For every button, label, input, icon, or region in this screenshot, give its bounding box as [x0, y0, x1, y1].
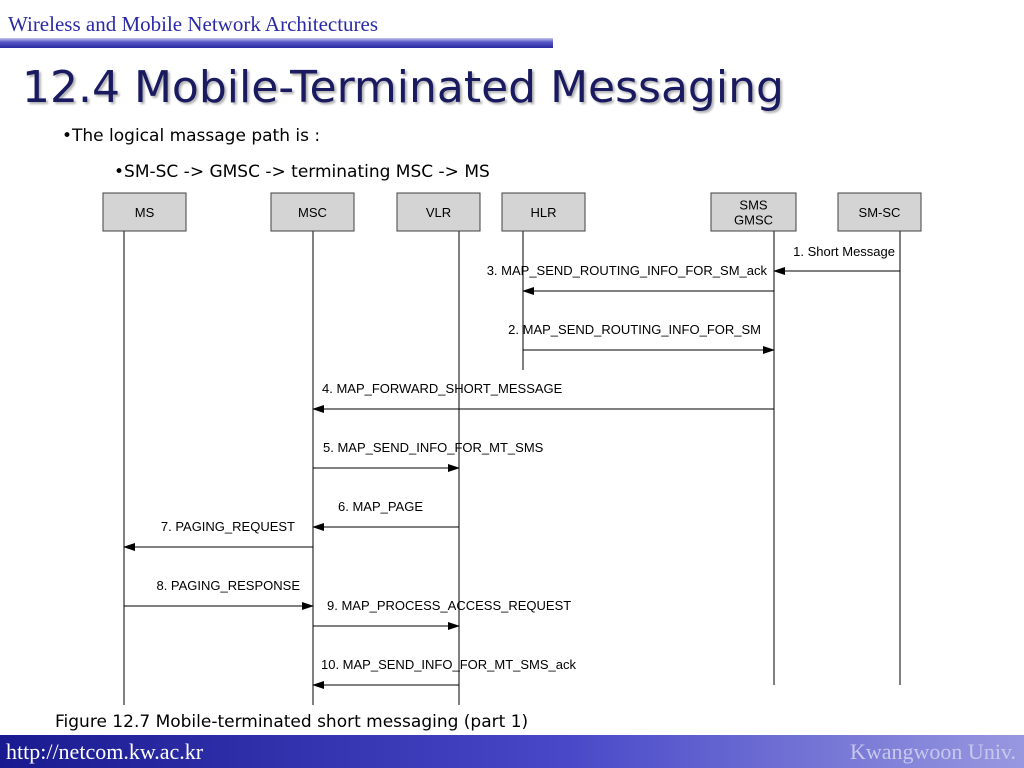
message-label-5: 5. MAP_SEND_INFO_FOR_MT_SMS [323, 440, 544, 455]
entity-box-msc [270, 192, 355, 232]
entity-box-hlr [501, 192, 586, 232]
entity-box-gmsc [710, 192, 797, 232]
entity-label-gmsc: GMSC [734, 213, 773, 228]
entity-box-vlr [396, 192, 481, 232]
footer-url[interactable]: http://netcom.kw.ac.kr [6, 739, 204, 764]
message-label-7: 7. PAGING_REQUEST [161, 519, 295, 534]
entity-label-vlr: VLR [426, 205, 451, 220]
entity-label-smsc: SM-SC [859, 205, 901, 220]
message-label-9: 9. MAP_PROCESS_ACCESS_REQUEST [327, 598, 571, 613]
slide-title: 12.4 Mobile-Terminated Messaging [22, 62, 784, 113]
footer-university: Kwangwoon Univ. [850, 739, 1016, 764]
bullet-message-path: •SM-SC -> GMSC -> terminating MSC -> MS [114, 162, 490, 182]
message-label-2: 3. MAP_SEND_ROUTING_INFO_FOR_SM_ack [487, 263, 768, 278]
message-label-1: 1. Short Message [793, 244, 895, 259]
message-label-8: 8. PAGING_RESPONSE [156, 578, 300, 593]
message-label-6: 6. MAP_PAGE [338, 499, 423, 514]
entity-box-ms [102, 192, 187, 232]
bullet-logical-path: •The logical massage path is : [62, 126, 321, 146]
footer-bar [0, 735, 1024, 768]
message-label-4: 4. MAP_FORWARD_SHORT_MESSAGE [322, 381, 563, 396]
message-label-3: 2. MAP_SEND_ROUTING_INFO_FOR_SM [508, 322, 761, 337]
message-label-10: 10. MAP_SEND_INFO_FOR_MT_SMS_ack [321, 657, 577, 672]
figure-caption: Figure 12.7 Mobile-terminated short mess… [55, 712, 529, 732]
header-divider [0, 38, 553, 48]
entity-label-gmsc: SMS [739, 198, 768, 213]
entity-label-hlr: HLR [530, 205, 556, 220]
entity-label-msc: MSC [298, 205, 327, 220]
entity-box-smsc [837, 192, 922, 232]
entity-label-ms: MS [135, 205, 155, 220]
header-title: Wireless and Mobile Network Architecture… [8, 12, 379, 36]
